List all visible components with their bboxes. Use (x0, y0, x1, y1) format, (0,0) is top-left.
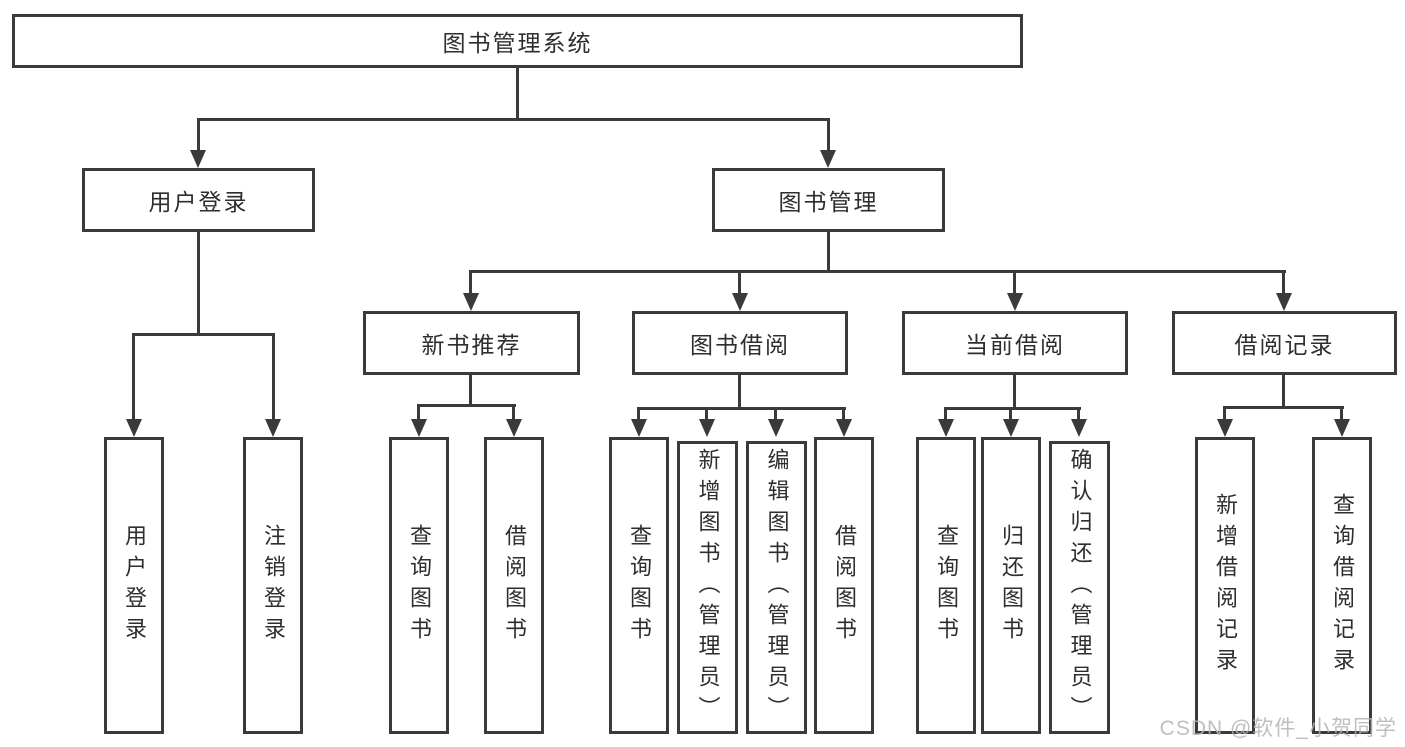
arrow-down-icon (631, 419, 647, 437)
leaf-borrow-query-books-label: 查询图书 (627, 523, 652, 648)
connector-newbook-stem (469, 375, 472, 406)
leaf-newbook-borrow-books: 借阅图书 (484, 437, 544, 734)
arrow-down-icon (836, 419, 852, 437)
leaf-logout-label: 注销登录 (261, 523, 286, 648)
connector-bookmgmt-stem (827, 232, 830, 273)
connector-l3-drop2 (738, 270, 741, 293)
connector-userlogin-bar (132, 333, 275, 336)
connector-bookborrow-drop1 (637, 407, 640, 419)
connector-userlogin-drop2 (272, 333, 275, 419)
leaf-current-confirm-return: 确认归还（管理员） (1049, 441, 1110, 734)
connector-userlogin-stem (197, 232, 200, 336)
leaf-borrow-edit-books-label: 编辑图书（管理员） (764, 448, 790, 727)
arrow-down-icon (190, 150, 206, 168)
node-borrow-record-label: 借阅记录 (1234, 332, 1335, 358)
node-root-label: 图书管理系统 (442, 30, 593, 56)
arrow-down-icon (699, 419, 715, 437)
arrow-down-icon (820, 150, 836, 168)
leaf-newbook-query-books: 查询图书 (389, 437, 449, 734)
leaf-newbook-borrow-books-label: 借阅图书 (502, 523, 527, 648)
leaf-borrow-add-books-label: 新增图书（管理员） (695, 448, 721, 727)
connector-borrowrecord-stem (1282, 375, 1285, 408)
connector-currentborrow-bar (944, 407, 1081, 410)
arrow-down-icon (732, 293, 748, 311)
leaf-borrow-borrow-books-label: 借阅图书 (832, 523, 857, 648)
leaf-record-add: 新增借阅记录 (1195, 437, 1255, 734)
node-new-book-recommend-label: 新书推荐 (421, 332, 522, 358)
arrow-down-icon (506, 419, 522, 437)
connector-currentborrow-drop3 (1077, 407, 1080, 419)
node-book-borrow-label: 图书借阅 (690, 332, 790, 358)
arrow-down-icon (126, 419, 142, 437)
connector-l2-bar (197, 118, 830, 121)
csdn-watermark: CSDN @软件_小贺同学 (1159, 717, 1397, 740)
connector-bookborrow-stem (738, 375, 741, 409)
connector-userlogin-drop1 (132, 333, 135, 419)
connector-bookborrow-drop2 (705, 407, 708, 419)
leaf-record-add-label: 新增借阅记录 (1213, 492, 1238, 679)
connector-bookborrow-bar (637, 407, 846, 410)
connector-root-stem (516, 68, 519, 119)
node-new-book-recommend: 新书推荐 (363, 311, 580, 375)
leaf-borrow-add-books: 新增图书（管理员） (677, 441, 738, 734)
connector-currentborrow-drop1 (944, 407, 947, 419)
connector-currentborrow-stem (1013, 375, 1016, 409)
connector-l3-bar (469, 270, 1286, 273)
leaf-record-query: 查询借阅记录 (1312, 437, 1372, 734)
leaf-current-query-books: 查询图书 (916, 437, 976, 734)
connector-l2-drop-left (197, 118, 200, 152)
connector-l2-drop-right (827, 118, 830, 152)
connector-bookborrow-drop4 (842, 407, 845, 419)
node-user-login-label: 用户登录 (148, 189, 249, 215)
leaf-borrow-query-books: 查询图书 (609, 437, 669, 734)
connector-newbook-drop1 (417, 404, 420, 419)
connector-newbook-drop2 (512, 404, 515, 419)
leaf-current-return-books: 归还图书 (981, 437, 1041, 734)
node-book-borrow: 图书借阅 (632, 311, 848, 375)
arrow-down-icon (463, 293, 479, 311)
node-book-management-label: 图书管理 (778, 189, 879, 215)
arrow-down-icon (1007, 293, 1023, 311)
connector-bookborrow-drop3 (774, 407, 777, 419)
arrow-down-icon (1217, 419, 1233, 437)
node-current-borrow: 当前借阅 (902, 311, 1128, 375)
node-borrow-record: 借阅记录 (1172, 311, 1397, 375)
node-root: 图书管理系统 (12, 14, 1023, 68)
connector-l3-drop1 (469, 270, 472, 293)
leaf-newbook-query-books-label: 查询图书 (407, 523, 432, 648)
arrow-down-icon (768, 419, 784, 437)
leaf-borrow-borrow-books: 借阅图书 (814, 437, 874, 734)
node-user-login: 用户登录 (82, 168, 315, 232)
arrow-down-icon (411, 419, 427, 437)
connector-borrowrecord-bar (1223, 406, 1344, 409)
connector-borrowrecord-drop2 (1340, 406, 1343, 419)
leaf-borrow-edit-books: 编辑图书（管理员） (746, 441, 807, 734)
leaf-logout: 注销登录 (243, 437, 303, 734)
arrow-down-icon (1276, 293, 1292, 311)
arrow-down-icon (938, 419, 954, 437)
connector-newbook-bar (417, 404, 516, 407)
connector-currentborrow-drop2 (1009, 407, 1012, 419)
arrow-down-icon (265, 419, 281, 437)
arrow-down-icon (1334, 419, 1350, 437)
arrow-down-icon (1003, 419, 1019, 437)
connector-borrowrecord-drop1 (1223, 406, 1226, 419)
connector-l3-drop3 (1013, 270, 1016, 293)
leaf-user-login: 用户登录 (104, 437, 164, 734)
connector-l3-drop4 (1282, 270, 1285, 293)
node-current-borrow-label: 当前借阅 (965, 332, 1065, 358)
leaf-current-confirm-return-label: 确认归还（管理员） (1067, 448, 1093, 727)
leaf-record-query-label: 查询借阅记录 (1330, 492, 1355, 679)
leaf-user-login-label: 用户登录 (122, 523, 147, 648)
arrow-down-icon (1071, 419, 1087, 437)
leaf-current-query-books-label: 查询图书 (934, 523, 959, 648)
leaf-current-return-books-label: 归还图书 (999, 523, 1024, 648)
node-book-management: 图书管理 (712, 168, 945, 232)
